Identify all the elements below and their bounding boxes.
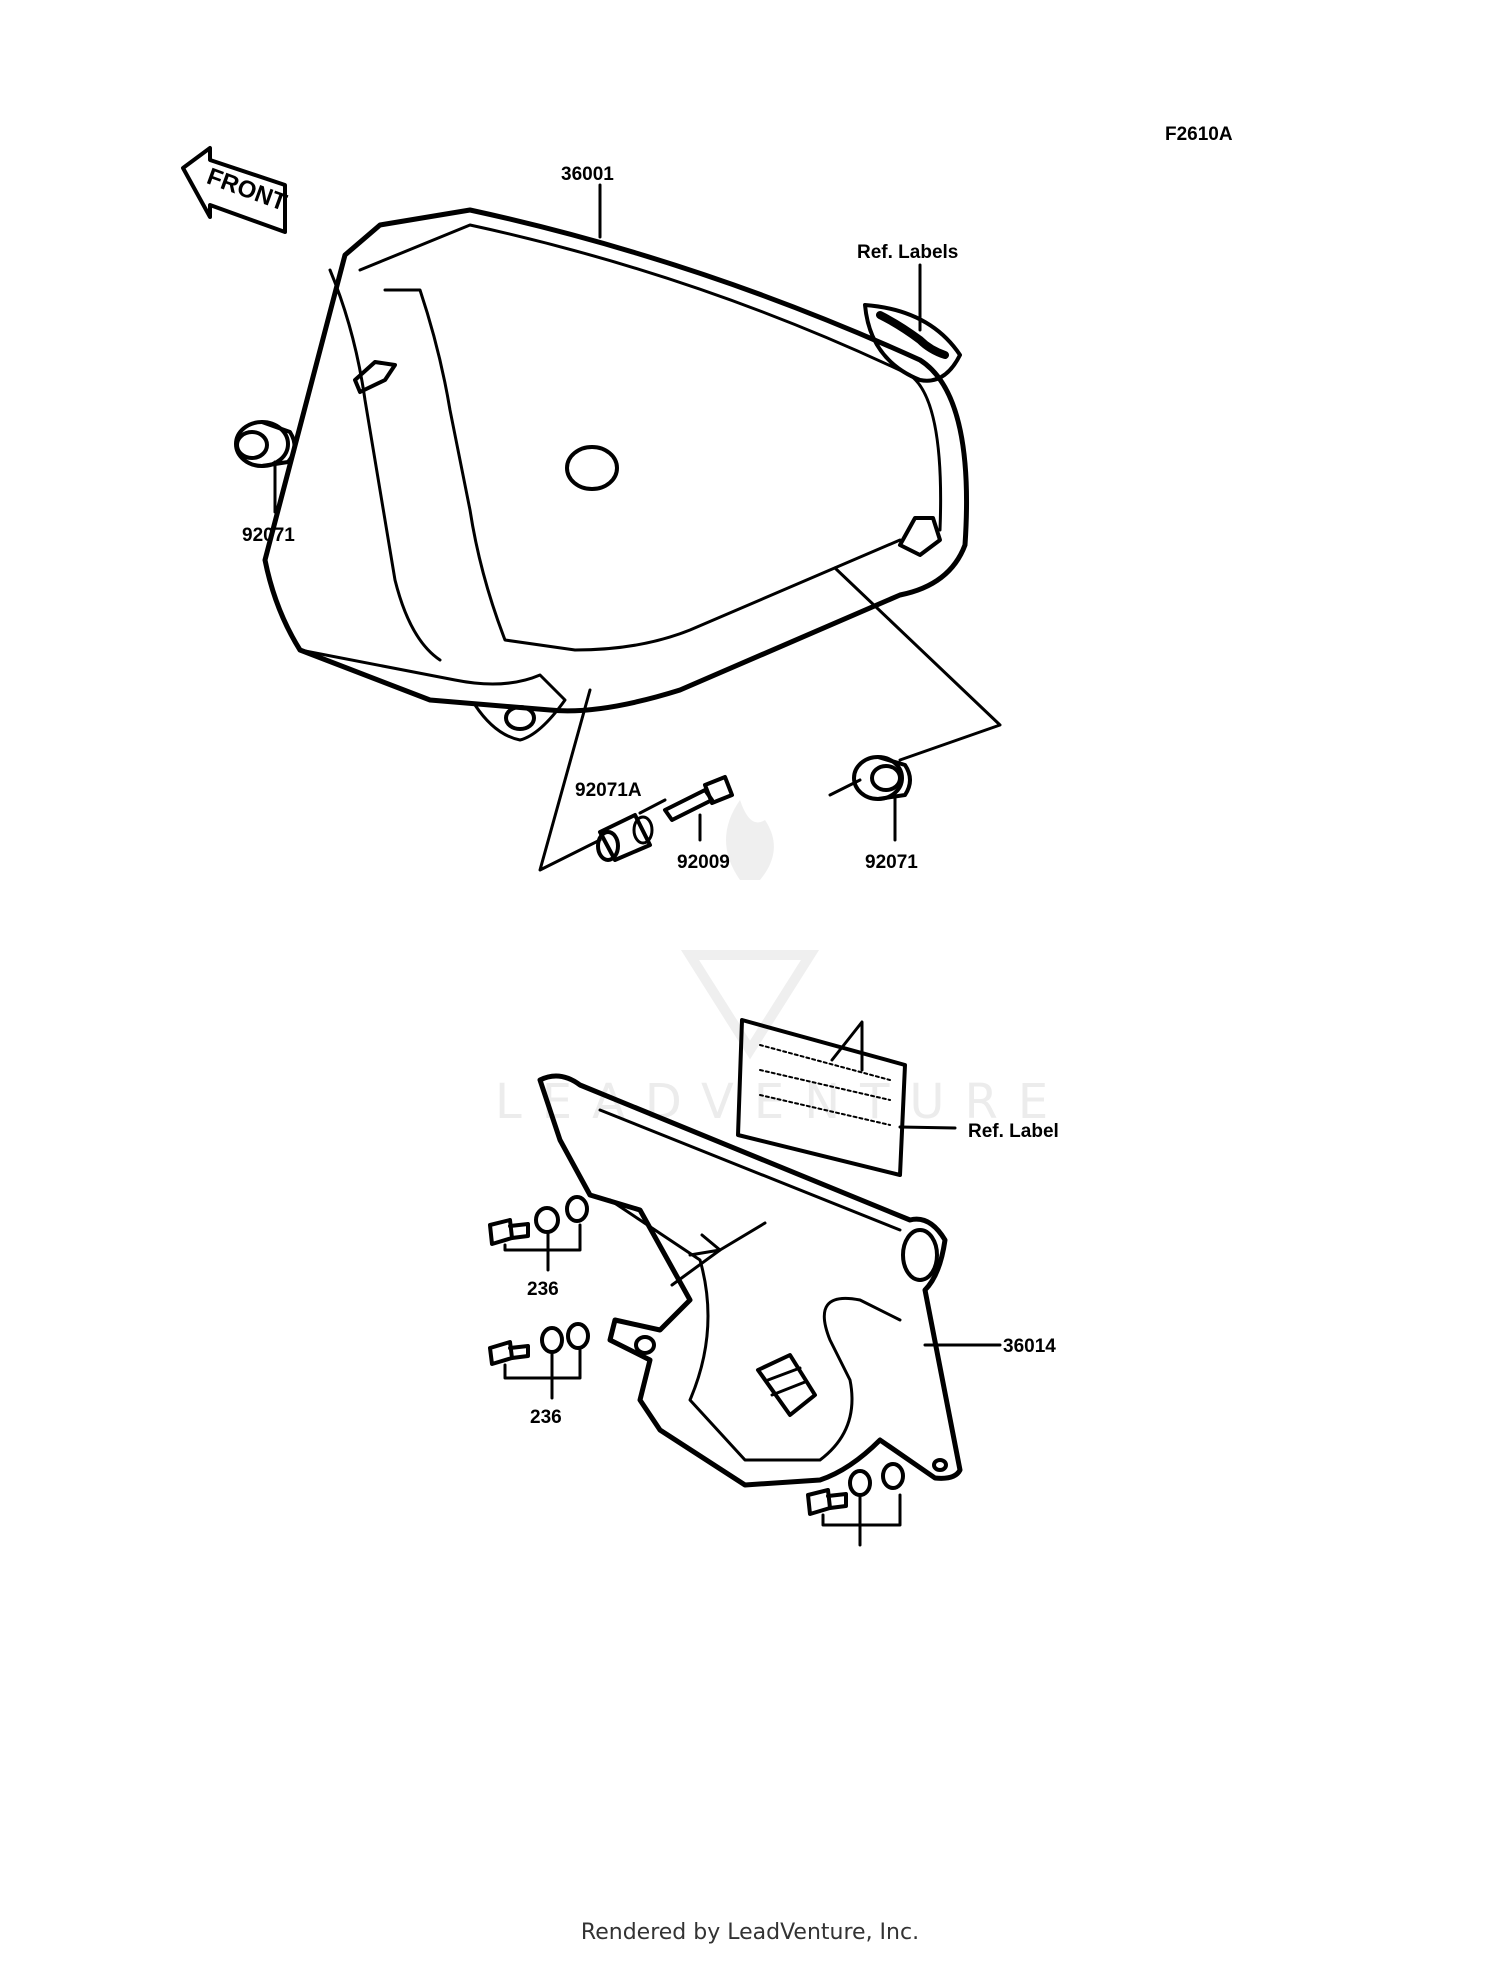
chain-cover-label: 36014 — [1003, 1336, 1056, 1357]
grommet-92071-upper-left: 92071 — [234, 420, 297, 546]
ref-labels-decal: Ref. Labels — [857, 242, 962, 383]
damper-label: 92071A — [575, 780, 642, 801]
bolt-label: 92009 — [677, 852, 730, 873]
footer-credit: Rendered by LeadVenture, Inc. — [580, 1920, 920, 1945]
side-cover-36001: 36001 — [262, 164, 970, 742]
grommet-lower-right-label: 92071 — [865, 852, 918, 873]
grommet-upper-left-label: 92071 — [242, 525, 295, 546]
grommet-92071-lower-right: 92071 — [828, 755, 918, 873]
bolt-set-236-upper: 236 — [488, 1195, 589, 1300]
ref-label-label: Ref. Label — [968, 1121, 1059, 1142]
leadventure-watermark: LEADVENTURE — [495, 800, 1068, 1130]
chain-cover-36014: 36014 — [537, 1073, 1056, 1488]
bolt-set-2-label: 236 — [530, 1407, 562, 1428]
bolt-set-236-lower: 236 — [488, 1322, 590, 1428]
ref-label-decal: Ref. Label — [736, 1018, 1059, 1177]
front-arrow-icon: FRONT — [181, 146, 291, 234]
cover-leader-lines — [538, 566, 1002, 872]
side-cover-label: 36001 — [561, 164, 614, 185]
bolt-set-lower-right — [806, 1462, 905, 1547]
bolt-set-1-label: 236 — [527, 1279, 559, 1300]
ref-labels-label: Ref. Labels — [857, 242, 958, 263]
watermark-text: LEADVENTURE — [495, 1074, 1068, 1130]
bolt-92009: 92009 — [663, 775, 734, 873]
figure-code: F2610A — [1165, 124, 1233, 145]
damper-92071a: 92071A — [575, 780, 667, 862]
